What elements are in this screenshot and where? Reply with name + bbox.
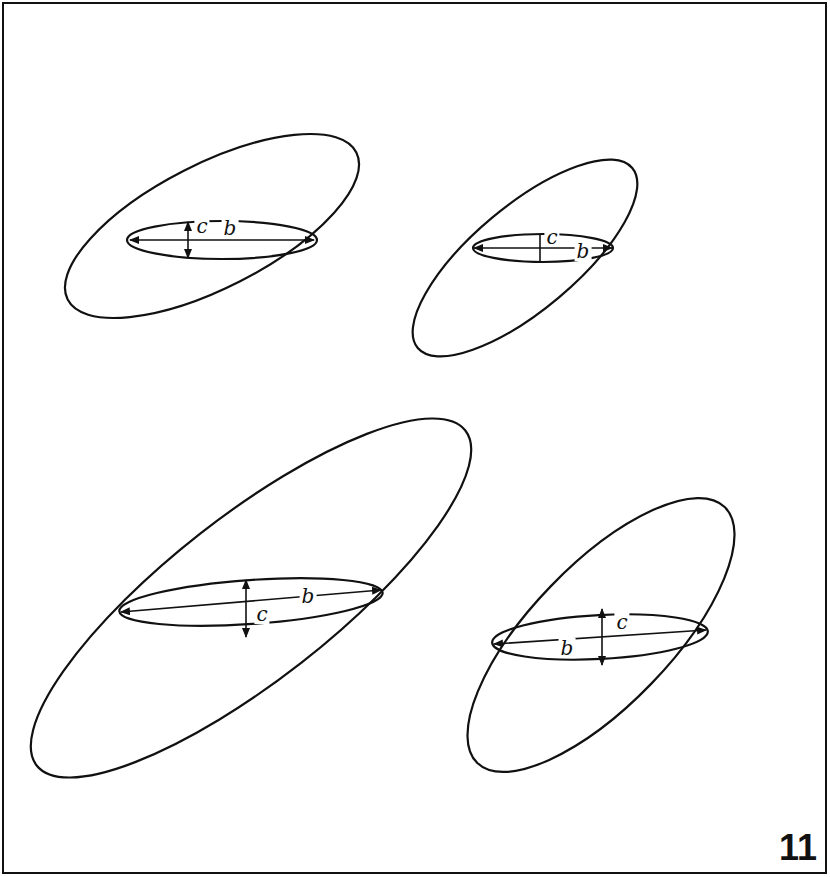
axis-letter: c bbox=[544, 227, 559, 247]
section-ellipse bbox=[491, 609, 709, 664]
axis-arrow bbox=[130, 239, 314, 241]
axis-letter: b bbox=[559, 638, 576, 658]
axis-arrow bbox=[245, 580, 247, 637]
axis-arrow bbox=[494, 630, 706, 644]
outer-ellipsoid bbox=[0, 366, 516, 830]
axis-letter: c bbox=[254, 604, 269, 624]
axis-arrow bbox=[121, 590, 381, 612]
section-ellipse bbox=[473, 234, 613, 262]
axis-letter: c bbox=[614, 612, 629, 632]
section-ellipse bbox=[118, 571, 384, 633]
axis-letter: b bbox=[575, 241, 592, 261]
frame bbox=[3, 3, 826, 873]
axis-arrow bbox=[187, 222, 189, 258]
outer-ellipsoid bbox=[427, 458, 775, 811]
outer-ellipsoid bbox=[384, 128, 665, 388]
axis-letter: b bbox=[300, 586, 317, 606]
axis-letter: c bbox=[194, 216, 209, 236]
axis-arrow bbox=[601, 609, 603, 665]
outer-ellipsoid bbox=[40, 97, 385, 355]
axis-letter: b bbox=[222, 218, 239, 238]
axis-line bbox=[539, 235, 541, 261]
figure-number: 11 bbox=[777, 830, 819, 866]
